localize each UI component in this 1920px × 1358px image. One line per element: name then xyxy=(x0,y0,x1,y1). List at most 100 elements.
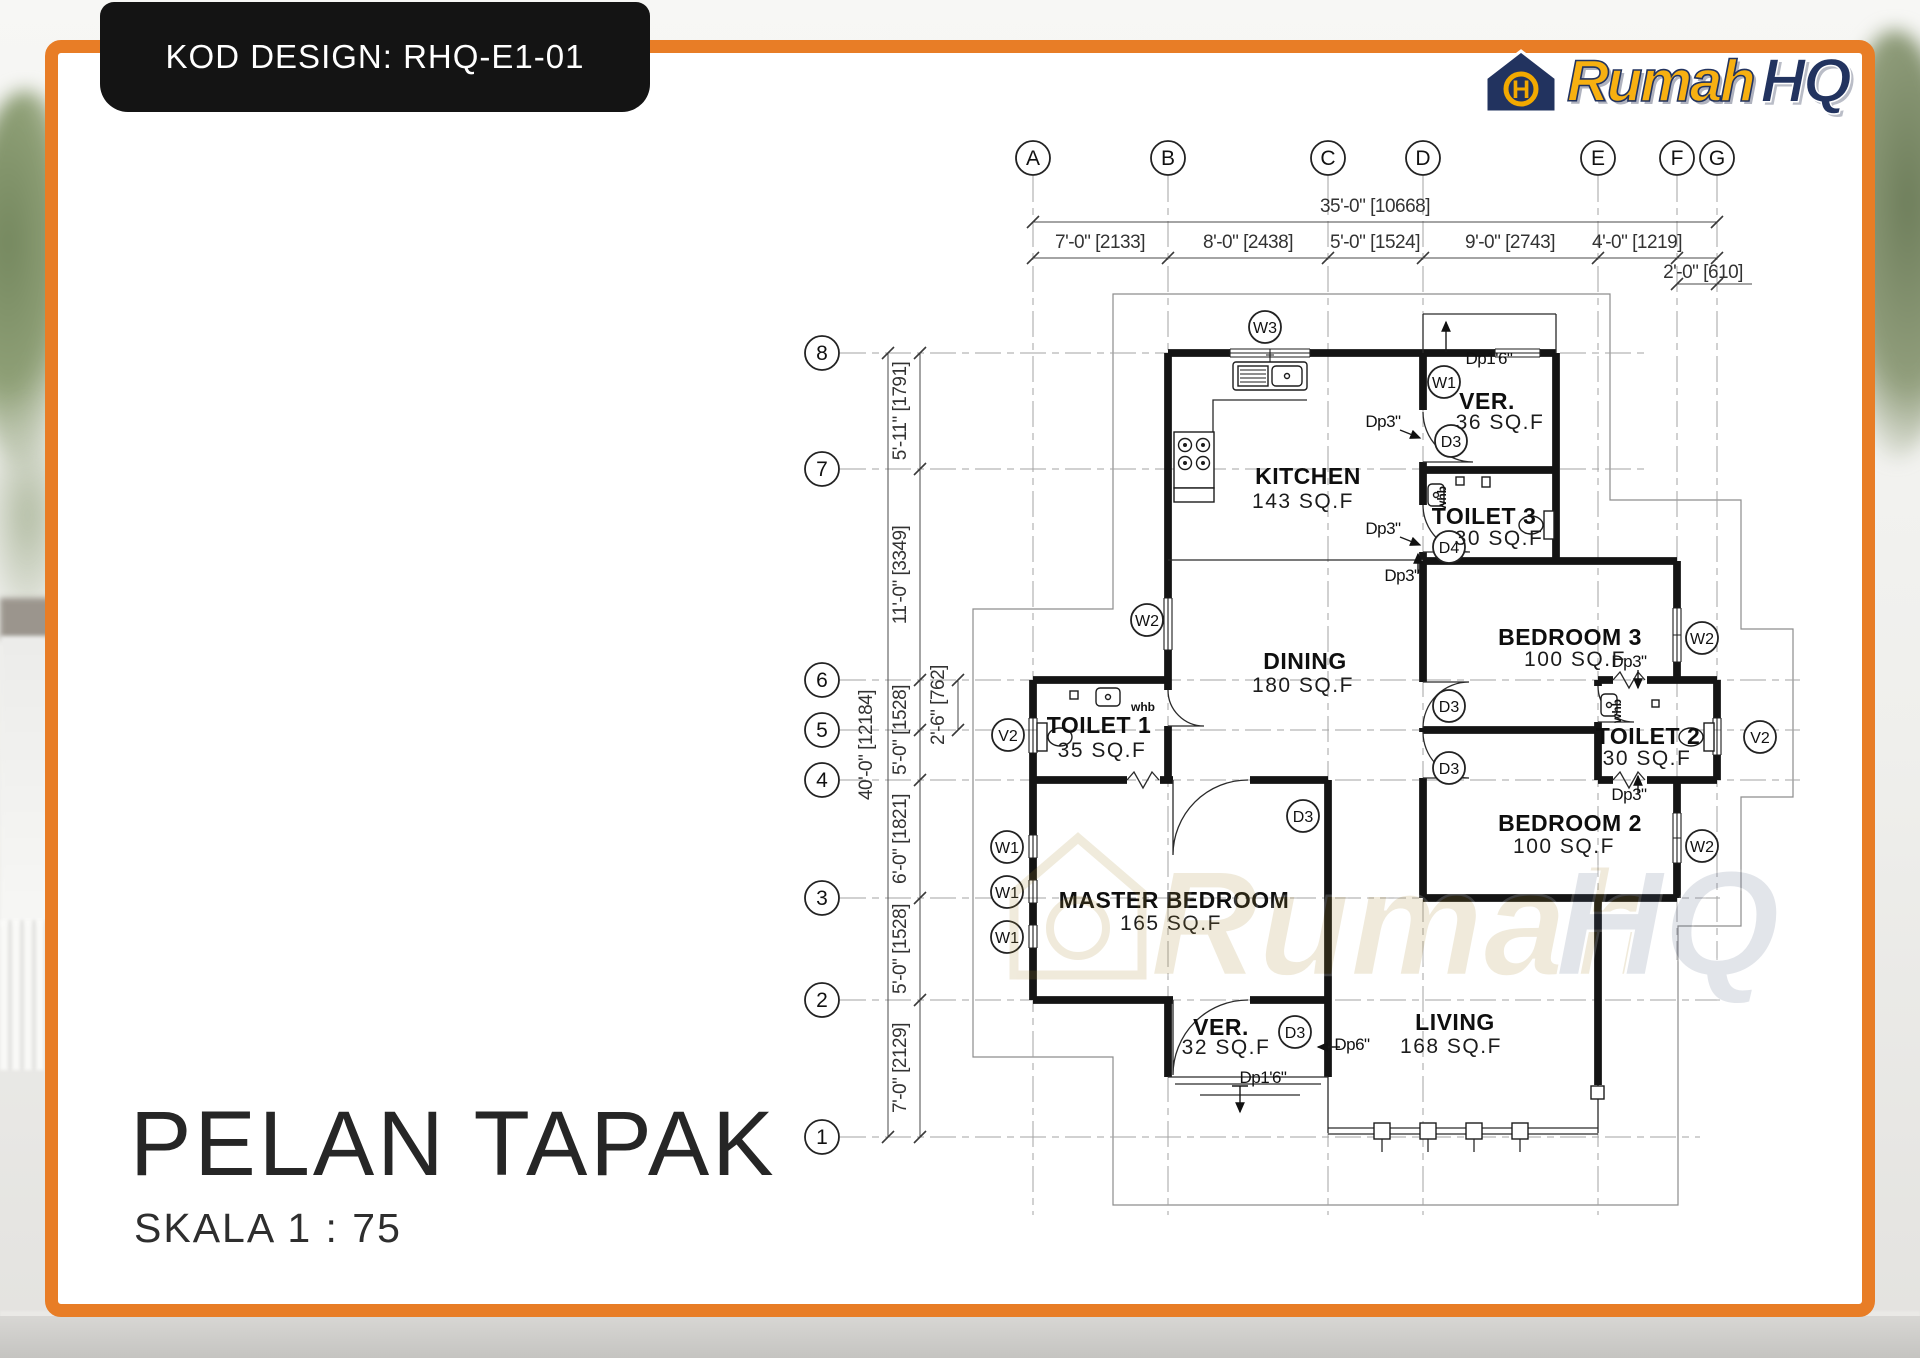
grid-col-d: D xyxy=(1415,147,1430,170)
dim-left-seg-76: 11'-0" [3349] xyxy=(890,526,911,625)
brand-name-rumah: Rumah xyxy=(1566,48,1756,115)
grid-row-1: 1 xyxy=(816,1126,828,1149)
label-bedroom3: BEDROOM 3 xyxy=(1498,624,1642,650)
kitchen-stove xyxy=(1173,431,1215,503)
site-boundary-line xyxy=(972,293,1794,1206)
door-symbols xyxy=(1167,411,1635,1076)
house-roof-left xyxy=(0,598,52,640)
grid-row-2: 2 xyxy=(816,989,828,1012)
dim-left-seg-32: 5'-0" [1528] xyxy=(890,904,911,994)
grid-col-e: E xyxy=(1591,147,1605,170)
dim-top-seg-de: 9'-0" [2743] xyxy=(1465,232,1555,253)
area-bedroom2: 100 SQ.F xyxy=(1513,835,1615,858)
area-toilet1: 35 SQ.F xyxy=(1058,739,1147,762)
grid-row-7: 7 xyxy=(816,458,828,481)
tag-w1-master2: W1 xyxy=(995,885,1019,902)
note-dp16-ver-bottom: Dp1'6" xyxy=(1240,1068,1287,1087)
note-dp16-ver-top: Dp1'6" xyxy=(1466,349,1513,368)
area-ver-bottom: 32 SQ.F xyxy=(1182,1036,1271,1059)
tag-d3-bedroom3: D3 xyxy=(1439,699,1460,716)
opening-tags: W3 W1 D3 D4 W2 V2 D3 D3 W2 W2 V2 D3 D3 W… xyxy=(990,310,1777,1049)
annotations: Dp1'6" Dp3" Dp3" Dp3" Dp3" Dp3" Dp6" Dp1… xyxy=(1130,349,1648,1087)
grid-col-a: A xyxy=(1026,147,1040,170)
note-whb-toilet1: whb xyxy=(1130,700,1155,714)
dim-left-seg-64: 5'-0" [1528] xyxy=(890,685,911,775)
grid-bubbles: A B C D E F G 8 7 6 5 4 3 2 1 xyxy=(804,140,1735,1155)
tag-w2-bedroom3: W2 xyxy=(1690,631,1714,648)
label-bedroom2: BEDROOM 2 xyxy=(1498,810,1642,836)
tag-d3-master: D3 xyxy=(1293,809,1314,826)
fixtures xyxy=(1036,320,1715,1152)
drawing-title-block: PELAN TAPAK SKALA 1 : 75 xyxy=(130,1092,777,1252)
rumahhq-house-icon: H xyxy=(1484,48,1558,113)
watermark: Rumah HQ xyxy=(1009,832,1781,1008)
watermark-rumah: Rumah xyxy=(1150,839,1658,1007)
tag-w2-bedroom2: W2 xyxy=(1690,839,1714,856)
tag-v2-toilet2: V2 xyxy=(1750,730,1770,747)
dimension-labels: 35'-0" [10668] 7'-0" [2133] 8'-0" [2438]… xyxy=(856,196,1743,1113)
note-dp6-living: Dp6" xyxy=(1334,1035,1370,1054)
area-master-bedroom: 165 SQ.F xyxy=(1120,912,1222,935)
tag-d3-ver: D3 xyxy=(1441,434,1462,451)
area-living: 168 SQ.F xyxy=(1400,1035,1502,1058)
design-code-badge: KOD DESIGN: RHQ-E1-01 xyxy=(100,2,650,112)
dim-top-seg-cd: 5'-0" [1524] xyxy=(1330,232,1420,253)
label-master-bedroom: MASTER BEDROOM xyxy=(1059,887,1290,913)
label-dining: DINING xyxy=(1263,648,1347,674)
grid-row-4: 4 xyxy=(816,769,828,792)
house-wall-left xyxy=(0,636,48,926)
note-dp3-ver: Dp3" xyxy=(1365,412,1401,431)
dim-top-seg-bc: 8'-0" [2438] xyxy=(1203,232,1293,253)
grid-col-b: B xyxy=(1161,147,1175,170)
rumahhq-logo: H Rumah HQ xyxy=(1482,46,1853,117)
drawing-scale: SKALA 1 : 75 xyxy=(134,1205,402,1251)
note-whb-toilet3: whb xyxy=(1435,486,1449,511)
toilet2-fixtures xyxy=(1600,693,1715,752)
icon-monogram: H xyxy=(1512,76,1530,104)
toilet1-fixtures xyxy=(1036,687,1121,752)
level-arrows xyxy=(1232,320,1643,1112)
note-dp3-toilet3: Dp3" xyxy=(1365,519,1401,538)
dim-top-seg-ab: 7'-0" [2133] xyxy=(1055,232,1145,253)
note-dp3-kitchen: Dp3" xyxy=(1384,566,1420,585)
area-dining: 180 SQ.F xyxy=(1252,674,1354,697)
label-kitchen: KITCHEN xyxy=(1255,463,1361,489)
tag-d3-bedroom2: D3 xyxy=(1439,761,1460,778)
grid-row-5: 5 xyxy=(816,719,828,742)
grid-col-g: G xyxy=(1709,147,1725,170)
tag-d3-ver-bottom: D3 xyxy=(1285,1025,1306,1042)
dimension-lines xyxy=(881,215,1752,1144)
tag-v2-toilet1: V2 xyxy=(998,728,1018,745)
porch-columns xyxy=(1373,1085,1605,1152)
brand-name-hq: HQ xyxy=(1760,46,1853,117)
note-whb-toilet2: whb xyxy=(1610,699,1624,724)
grid-col-f: F xyxy=(1671,147,1684,170)
note-dp3-toilet2-bottom: Dp3" xyxy=(1611,785,1647,804)
tag-w1-master3: W1 xyxy=(995,930,1019,947)
dim-top-seg-ef: 4'-0" [1219] xyxy=(1592,232,1682,253)
area-bedroom3: 100 SQ.F xyxy=(1524,648,1626,671)
dim-left-seg-43: 6'-0" [1821] xyxy=(890,794,911,884)
note-dp3-toilet2-top: Dp3" xyxy=(1611,652,1647,671)
dim-left-seg-21: 7'-0" [2129] xyxy=(890,1023,911,1113)
toilet3-fixtures xyxy=(1427,476,1555,540)
grid-row-6: 6 xyxy=(816,669,828,692)
tag-d4-toilet3: D4 xyxy=(1439,540,1460,557)
area-ver-top: 36 SQ.F xyxy=(1456,411,1545,434)
tag-w3: W3 xyxy=(1253,320,1277,337)
kitchen-sink xyxy=(1232,354,1308,391)
walls xyxy=(1029,349,1721,1085)
tag-w2-dining: W2 xyxy=(1135,613,1159,630)
area-toilet3: 30 SQ.F xyxy=(1455,527,1544,550)
watermark-hq: HQ xyxy=(1555,839,1780,1007)
area-toilet2: 30 SQ.F xyxy=(1603,747,1692,770)
road-strip xyxy=(0,1316,1920,1358)
tag-w1-master1: W1 xyxy=(995,840,1019,857)
design-code-label: KOD DESIGN: RHQ-E1-01 xyxy=(165,38,585,75)
grid-row-8: 8 xyxy=(816,342,828,365)
dim-left-total: 40'-0" [12184] xyxy=(856,690,877,800)
dim-left-seg-87: 5'-11" [1791] xyxy=(890,362,911,461)
grid-row-3: 3 xyxy=(816,887,828,910)
fence-left xyxy=(0,920,48,1070)
